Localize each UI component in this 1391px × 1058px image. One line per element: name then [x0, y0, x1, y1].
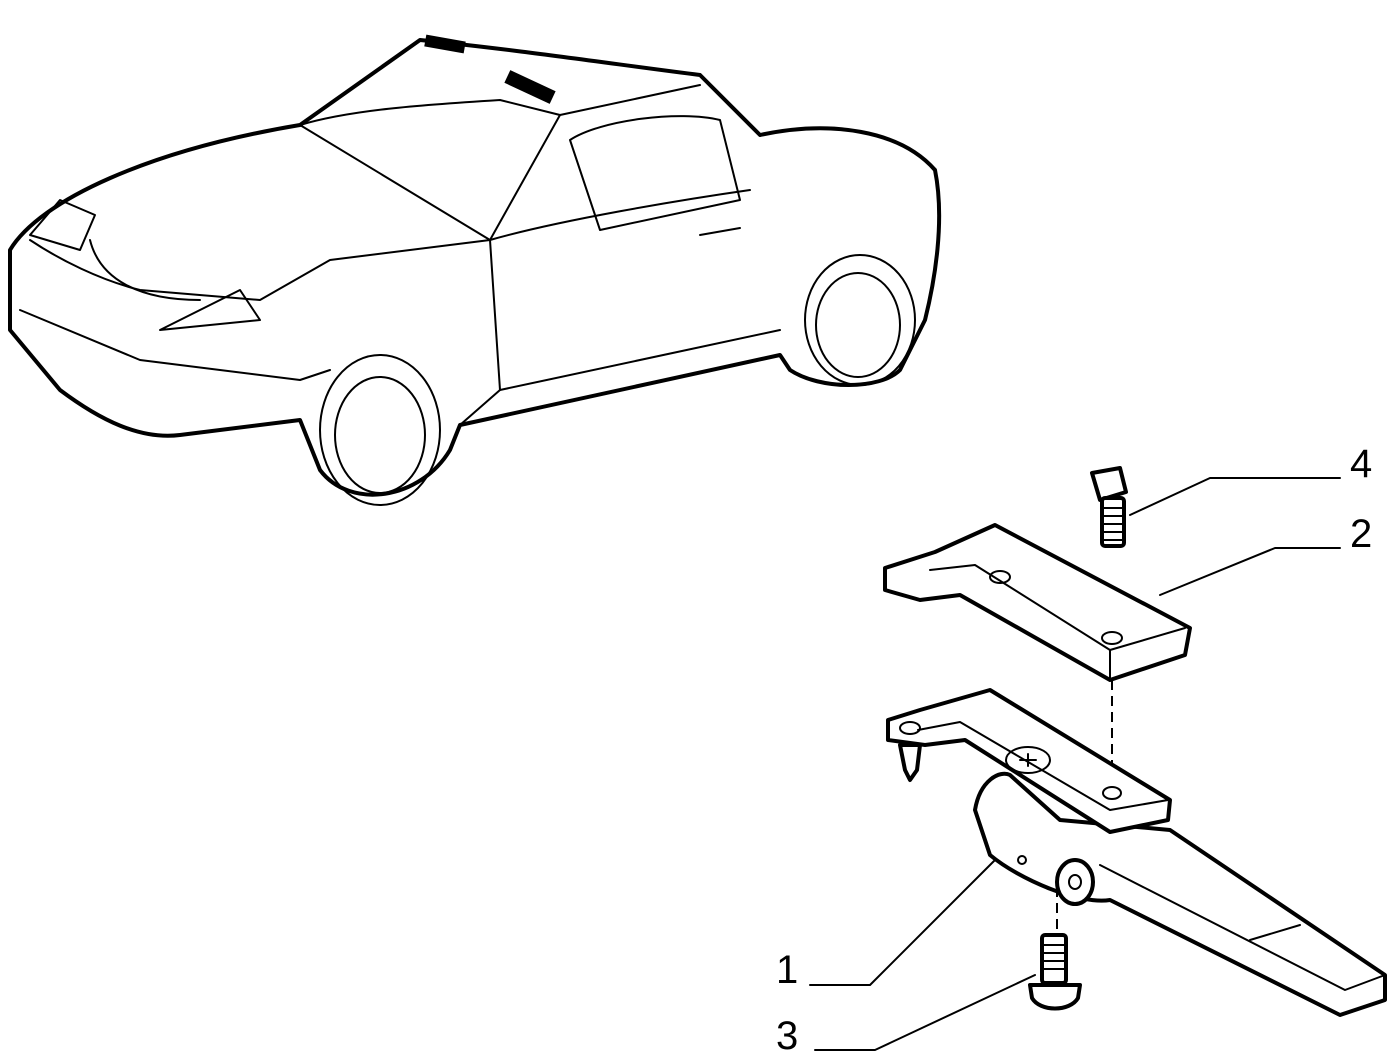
- callout-1: 1: [776, 948, 799, 992]
- leader-lines: [809, 477, 1341, 1051]
- leader-line-1: [809, 859, 996, 986]
- screw-part-3: [1028, 933, 1082, 1011]
- car-illustration: [8, 34, 942, 506]
- leader-line-2: [1159, 547, 1341, 596]
- plate-part-2: [883, 523, 1192, 682]
- leader-line-4: [1129, 477, 1341, 516]
- callout-2: 2: [1350, 512, 1373, 556]
- callout-3: 3: [776, 1014, 799, 1058]
- leader-line-3: [814, 974, 1036, 1051]
- callout-4: 4: [1350, 442, 1373, 486]
- handle-part-1: [886, 688, 1387, 1017]
- bolt-part-4: [1090, 466, 1128, 548]
